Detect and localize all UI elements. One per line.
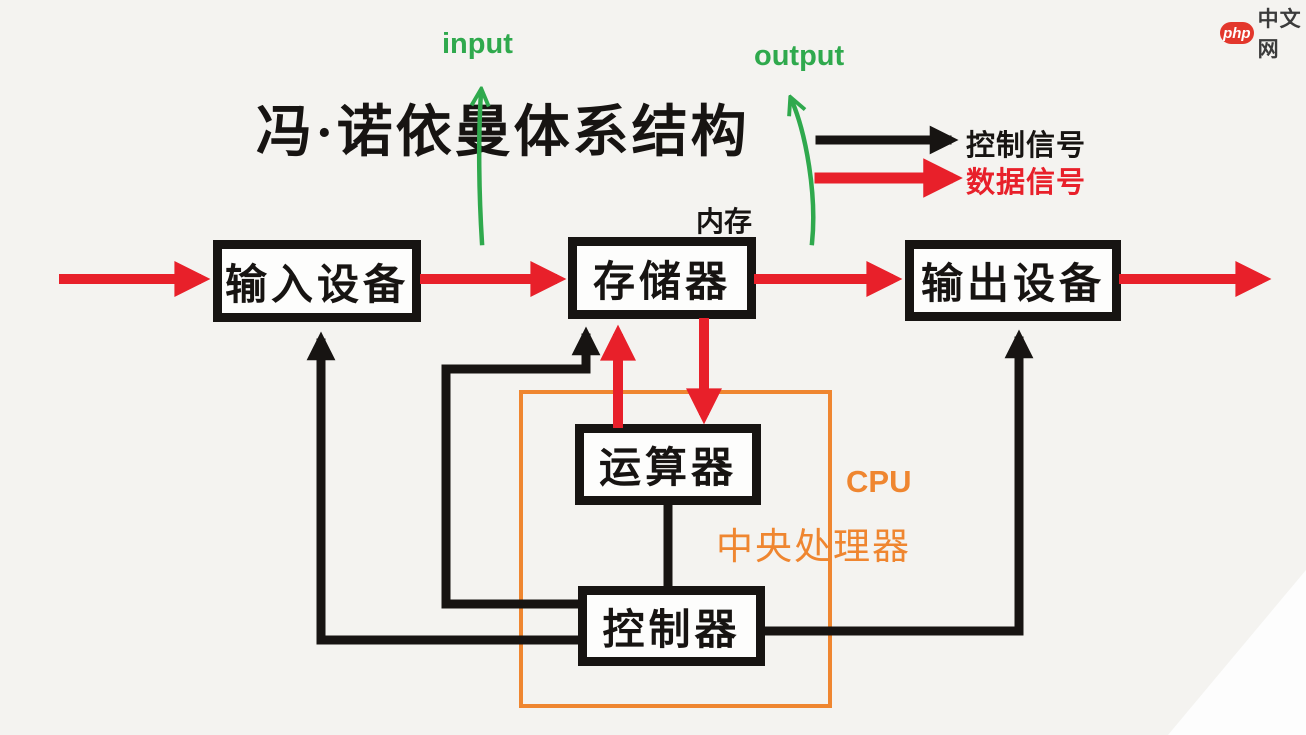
site-name: 中文网 — [1257, 8, 1302, 61]
node-output-device-label: 输出设备 — [920, 262, 1105, 308]
cpu-full-name-label: 中央处理器 — [716, 527, 911, 568]
legend-control-signal-label: 控制信号 — [966, 130, 1087, 162]
legend-data-signal-label: 数据信号 — [966, 167, 1087, 199]
output-label: output — [754, 40, 845, 72]
php-logo-icon: php — [1220, 22, 1254, 44]
node-alu-label: 运算器 — [598, 446, 737, 492]
diagram-title: 冯·诺依曼体系结构 — [256, 102, 750, 164]
node-alu: 运算器 — [575, 424, 761, 505]
node-output-device: 输出设备 — [905, 240, 1121, 321]
site-logo: php 中文网 — [1220, 3, 1306, 63]
node-memory-label: 存储器 — [592, 259, 731, 306]
node-input-device: 输入设备 — [213, 240, 421, 322]
input-label: input — [442, 28, 513, 60]
node-controller: 控制器 — [578, 586, 765, 666]
background-patch — [1168, 570, 1306, 735]
arrow-output-annotation — [792, 101, 816, 246]
cpu-label: CPU — [846, 464, 912, 499]
node-controller-label: 控制器 — [602, 607, 741, 654]
memory-tag-label: 内存 — [696, 206, 753, 237]
node-memory: 存储器 — [568, 237, 756, 319]
node-input-device-label: 输入设备 — [224, 262, 409, 309]
